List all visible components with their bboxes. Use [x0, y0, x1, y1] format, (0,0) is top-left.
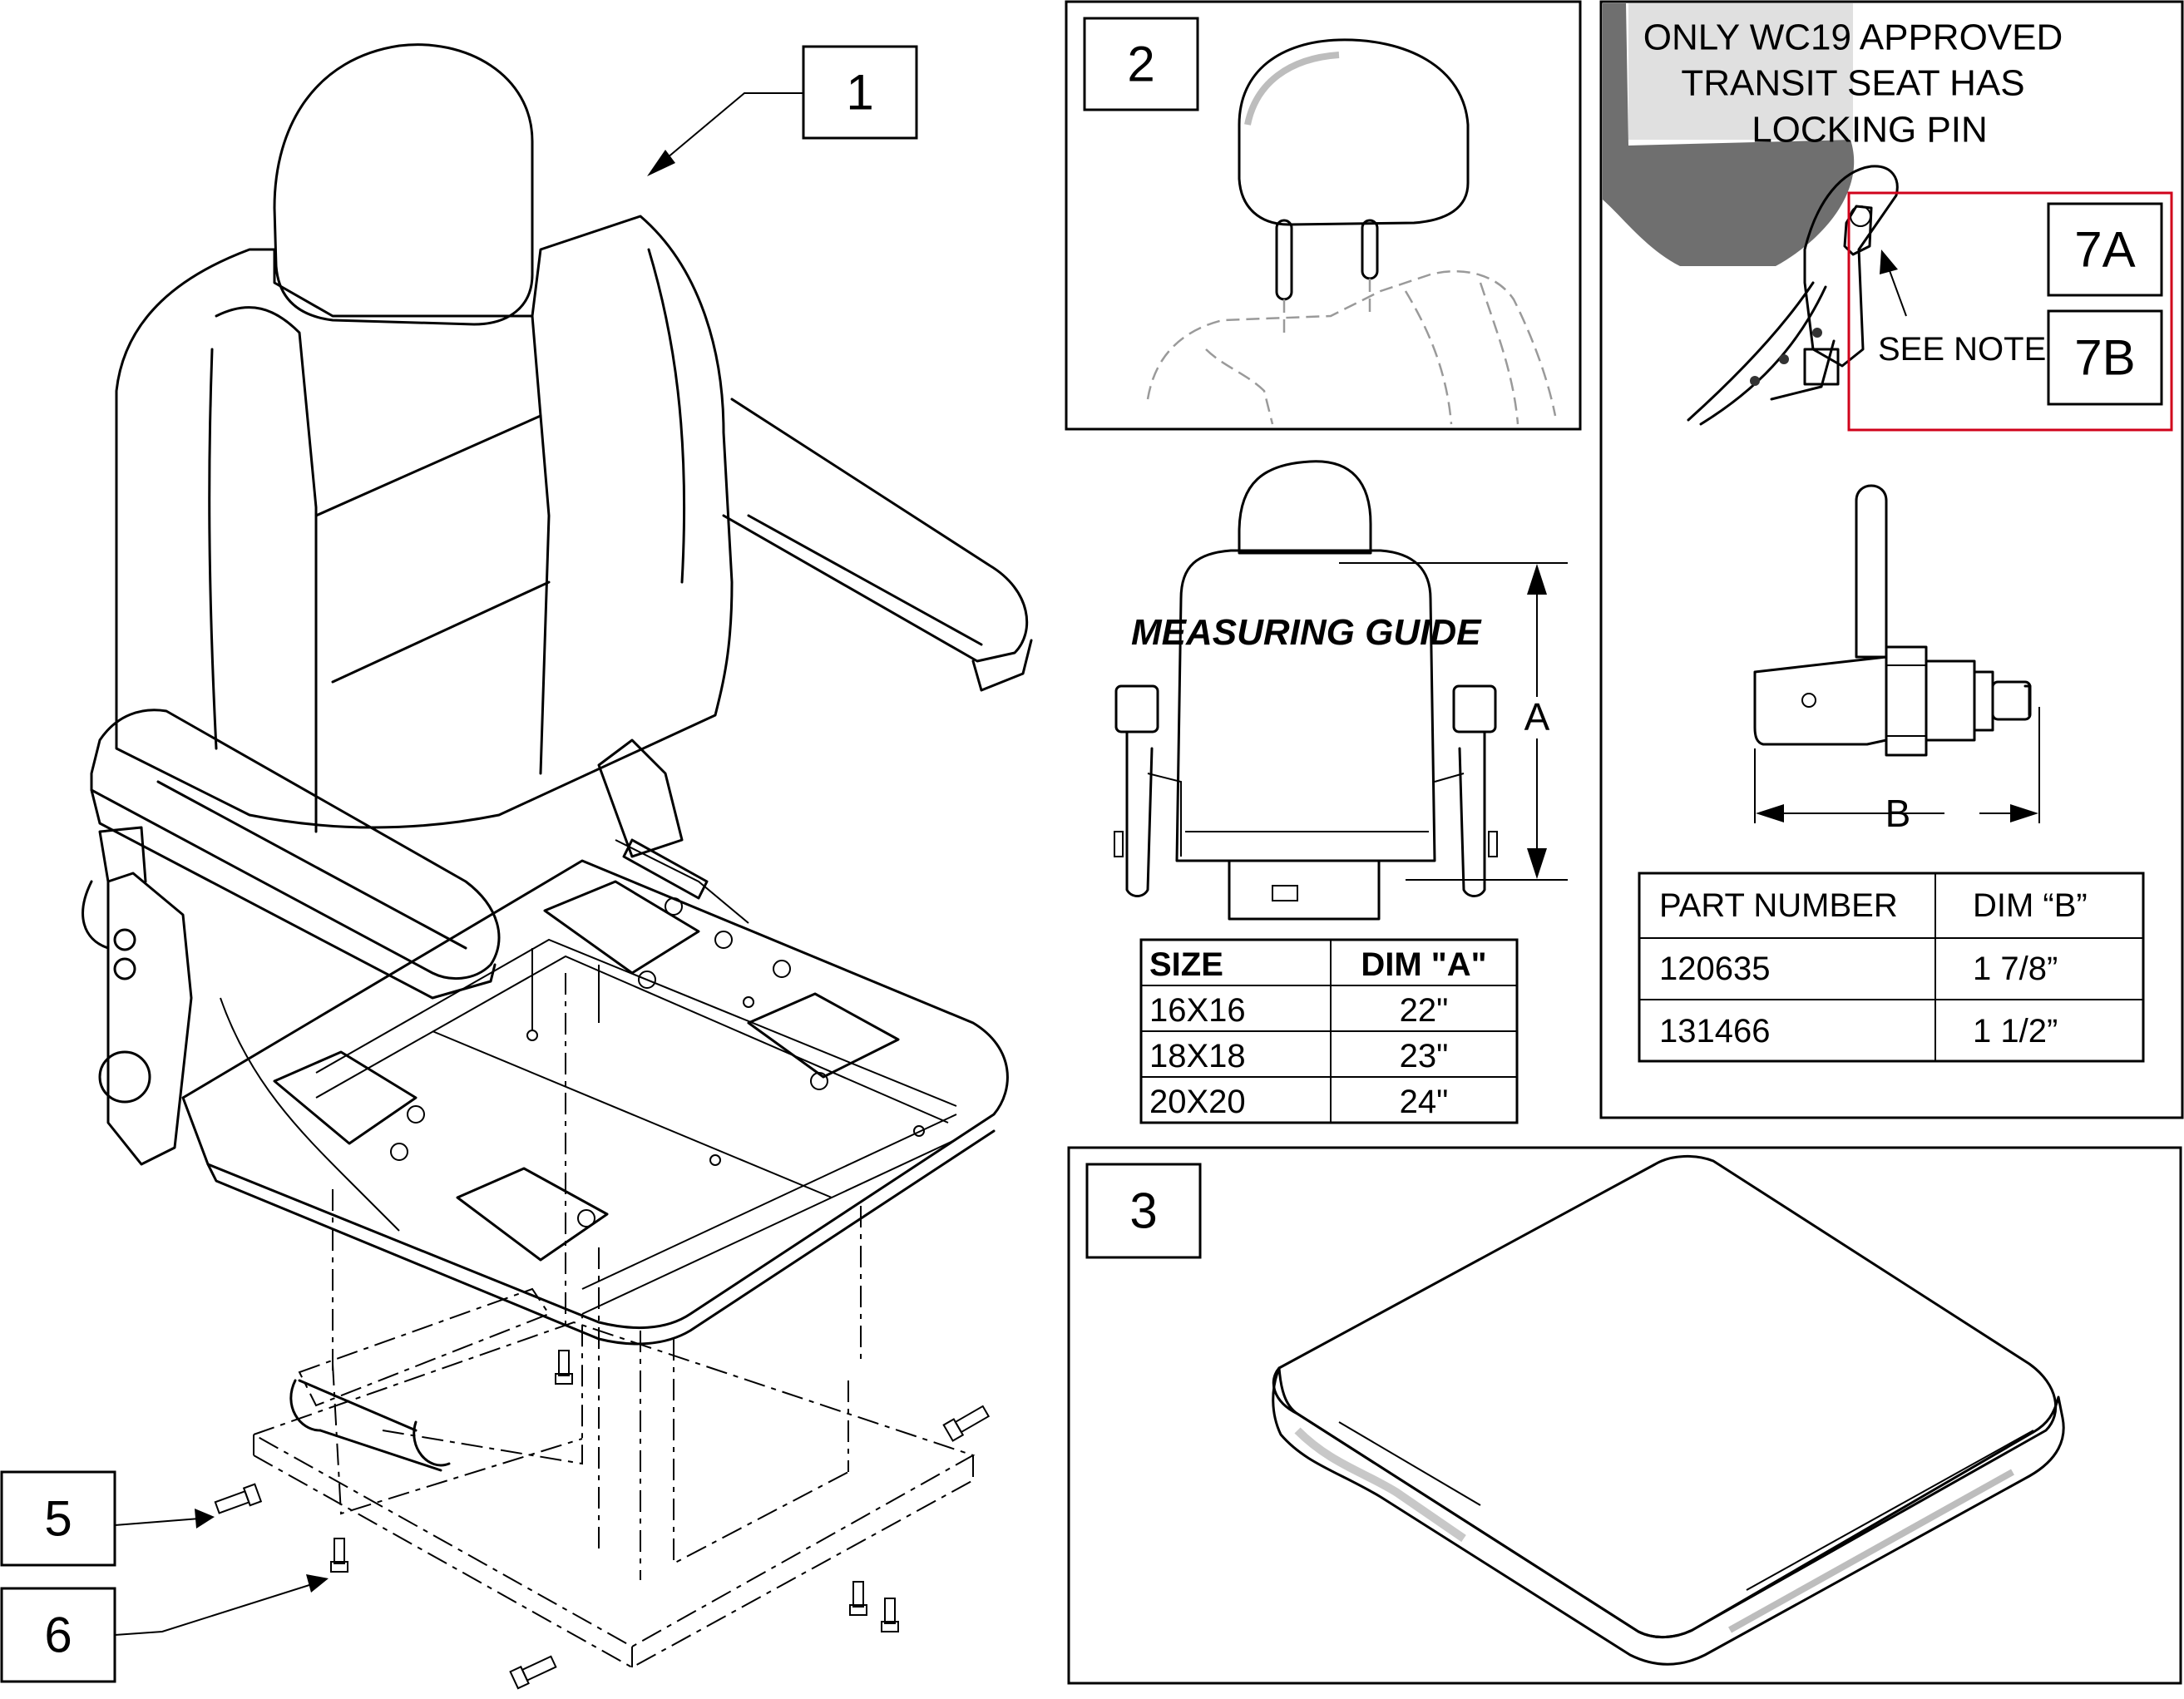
svg-text:6: 6	[44, 1608, 72, 1663]
svg-text:PART NUMBER: PART NUMBER	[1659, 887, 1898, 924]
see-note-label: SEE NOTE	[1878, 331, 2046, 368]
highlight-box	[1847, 191, 2173, 432]
svg-text:3: 3	[1129, 1183, 1157, 1239]
svg-text:2: 2	[1127, 37, 1154, 92]
measuring-guide-title: MEASURING GUIDE	[1131, 612, 1482, 653]
svg-text:20X20: 20X20	[1149, 1084, 1246, 1120]
svg-text:22": 22"	[1400, 992, 1449, 1029]
panel-headrest: 2	[1065, 0, 1582, 431]
svg-text:18X18: 18X18	[1149, 1038, 1246, 1074]
svg-text:1 7/8”: 1 7/8”	[1973, 951, 2058, 987]
svg-text:120635: 120635	[1659, 951, 1770, 987]
panel-locking-pin: ONLY WC19 APPROVED TRANSIT SEAT HAS LOCK…	[1599, 0, 2184, 1119]
part-number-table: PART NUMBER DIM “B” 120635 1 7/8” 131466…	[1638, 872, 2145, 1063]
locking-pin: B	[1753, 484, 2040, 835]
screw-set	[214, 1350, 991, 1690]
svg-text:SIZE: SIZE	[1149, 946, 1223, 983]
size-table: SIZE DIM "A" 16X16 22" 18X18 23" 20X20 2…	[1139, 938, 1519, 1124]
callout-5: 5	[0, 1470, 215, 1567]
svg-text:23": 23"	[1400, 1038, 1449, 1074]
svg-text:1 1/2”: 1 1/2”	[1973, 1013, 2058, 1050]
seat-base-frame	[251, 973, 976, 1669]
svg-text:131466: 131466	[1659, 1013, 1770, 1050]
svg-text:7A: 7A	[2074, 222, 2135, 278]
svg-text:1: 1	[846, 65, 873, 121]
seat-assembly-drawing	[82, 43, 1033, 1346]
svg-text:5: 5	[44, 1491, 72, 1547]
transit-note-line2: TRANSIT SEAT HAS	[1681, 63, 2024, 104]
measuring-guide: MEASURING GUIDE A	[1114, 460, 1568, 921]
svg-text:24": 24"	[1400, 1084, 1449, 1120]
callout-7a: 7A	[2047, 202, 2163, 297]
svg-text:DIM “B”: DIM “B”	[1973, 887, 2088, 924]
callout-7b: 7B	[2047, 309, 2163, 406]
transit-note-line3: LOCKING PIN	[1752, 110, 1988, 151]
dim-b-label: B	[1885, 792, 1911, 835]
svg-text:16X16: 16X16	[1149, 992, 1246, 1029]
svg-text:DIM "A": DIM "A"	[1361, 946, 1486, 983]
dim-a-label: A	[1524, 695, 1550, 738]
transit-note-line1: ONLY WC19 APPROVED	[1643, 17, 2063, 58]
panel-cushion: 3	[1067, 1146, 2182, 1685]
callout-1: 1	[647, 45, 918, 176]
callout-6: 6	[0, 1574, 329, 1683]
svg-text:7B: 7B	[2074, 330, 2135, 386]
